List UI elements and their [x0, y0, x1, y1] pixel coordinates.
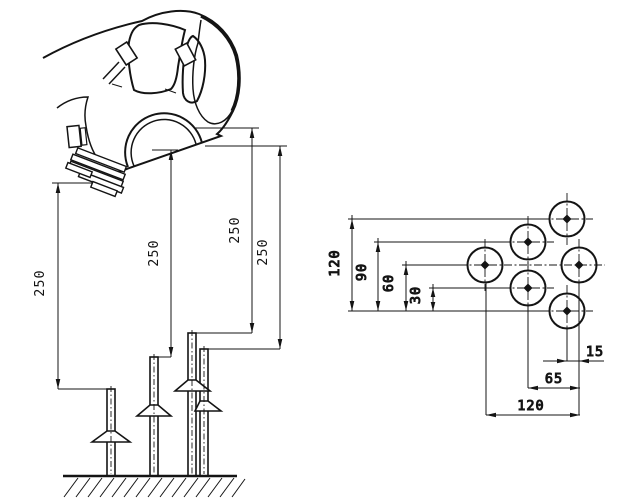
- harness-opening-left: [127, 22, 187, 95]
- dim-label-120-v: 120: [327, 249, 343, 276]
- pin-center-mark: [574, 260, 584, 270]
- strap-buckle: [114, 40, 139, 67]
- dim-label-30: 30: [408, 286, 424, 304]
- dim-label-250-4: 250: [255, 238, 271, 265]
- side-view-dimensions: 250 250 250 250: [32, 127, 287, 390]
- dimension-250-mid-right: 250: [195, 127, 259, 334]
- plan-view-circles: [459, 193, 605, 337]
- pin-circle-6: [541, 285, 593, 337]
- ground-hatching: [63, 477, 246, 498]
- plan-view: 120 90 60 30: [327, 193, 605, 418]
- gas-mask-side-view: [42, 9, 241, 198]
- dimension-250-mid-left: 250: [146, 149, 178, 358]
- dim-label-250-1: 250: [32, 269, 48, 296]
- dimension-250-right: 250: [205, 145, 287, 350]
- strap-buckle: [174, 41, 197, 68]
- dim-label-15: 15: [586, 344, 604, 360]
- pin-circle-4: [560, 239, 598, 291]
- plan-width-dimensions: 15 65 120: [486, 344, 604, 418]
- mask-face-edge: [56, 96, 99, 160]
- strap-tick: [111, 83, 123, 88]
- filter-canister: [64, 146, 128, 198]
- post-shaft-3: [187, 332, 197, 477]
- dim-label-250-3: 250: [227, 216, 243, 243]
- plan-height-dimensions: 120 90 60 30: [327, 215, 546, 312]
- dim-label-250-2: 250: [146, 239, 162, 266]
- pin-center-mark: [480, 260, 490, 270]
- post-cone-3: [172, 379, 213, 392]
- dim-label-120-h: 120: [517, 398, 544, 414]
- post-cone-2: [134, 404, 174, 417]
- post-cone-4: [193, 400, 224, 412]
- test-posts: [63, 330, 246, 498]
- visor-arc-outer: [124, 112, 203, 168]
- pin-center-mark: [523, 283, 533, 293]
- eye-lens-inner-edge: [192, 19, 233, 125]
- strap-tick: [164, 88, 177, 94]
- exhale-valve-box: [66, 124, 82, 149]
- dim-label-65: 65: [545, 371, 563, 387]
- pin-circle-5: [502, 262, 554, 314]
- strap-stub: [108, 66, 126, 85]
- pin-center-mark: [562, 214, 572, 224]
- visor-arc-inner: [130, 118, 197, 167]
- pin-center-mark: [562, 306, 572, 316]
- eye-lens-rim: [200, 14, 241, 112]
- pin-center-mark: [523, 237, 533, 247]
- plan-extension-lines: [485, 283, 580, 415]
- dimension-250-left: 250: [32, 182, 112, 390]
- exhale-valve-box-inner: [79, 127, 88, 146]
- pin-circle-1: [541, 193, 593, 245]
- dim-label-60: 60: [381, 274, 397, 292]
- dim-label-90: 90: [354, 263, 370, 281]
- pin-circle-2: [502, 216, 554, 268]
- strap-stub: [102, 61, 120, 80]
